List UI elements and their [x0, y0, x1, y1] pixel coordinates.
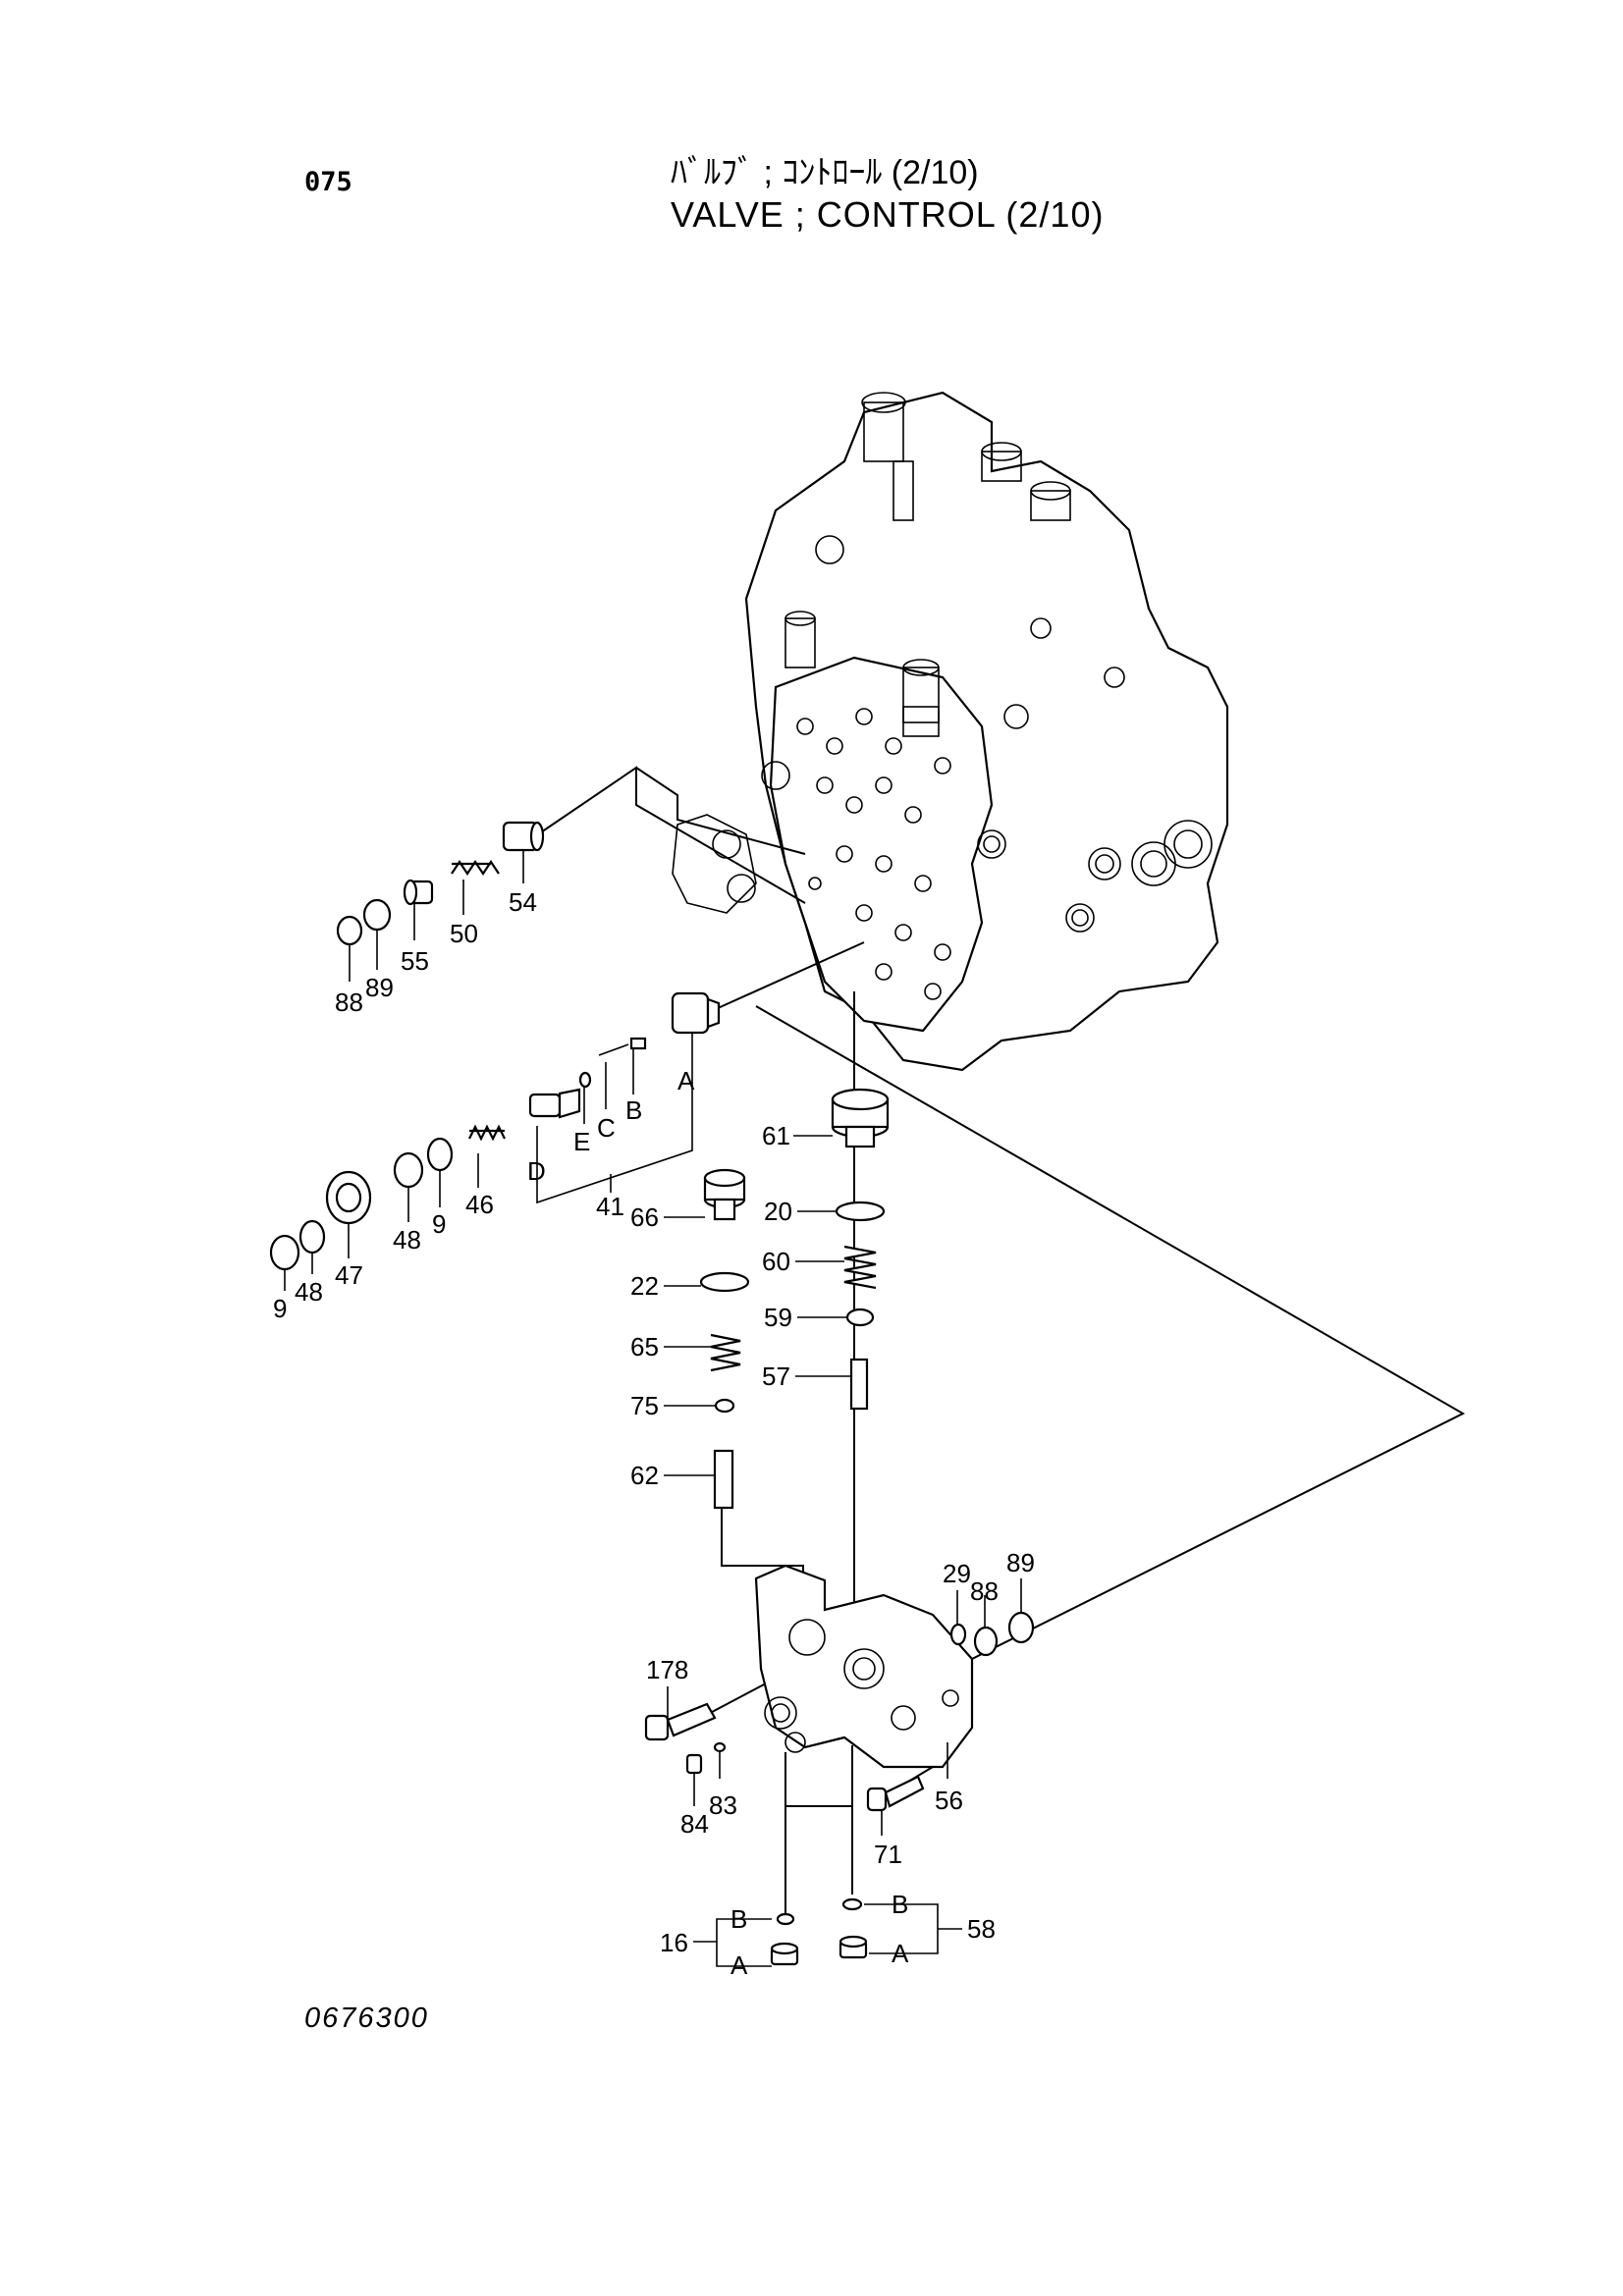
callout-22: 22 — [630, 1271, 659, 1301]
callout-66: 66 — [630, 1202, 659, 1232]
title-english: VALVE ; CONTROL (2/10) — [671, 194, 1105, 235]
callout-75: 75 — [630, 1391, 659, 1420]
callout-59: 59 — [764, 1303, 792, 1332]
plug-assembly-58 — [839, 1897, 868, 1959]
callout-62: 62 — [630, 1461, 659, 1490]
callout-A-spool: A — [677, 1066, 695, 1095]
sub-valve-block — [754, 1564, 974, 1769]
part-stack-61 — [831, 1088, 890, 1411]
callout-54: 54 — [509, 887, 537, 917]
plug-84-83 — [685, 1741, 727, 1775]
bolt-71 — [866, 1775, 925, 1812]
callout-48-middle: 48 — [393, 1225, 421, 1255]
callout-29: 29 — [943, 1559, 971, 1588]
callout-B-16: B — [730, 1904, 747, 1934]
part-stack-66 — [699, 1168, 750, 1510]
callout-55: 55 — [401, 946, 429, 976]
drawing-code: 0676300 — [304, 2002, 429, 2034]
callout-89-upper: 89 — [365, 973, 394, 1002]
callout-B-spool: B — [625, 1095, 642, 1125]
spool-group-middle — [269, 991, 721, 1271]
callout-C-spool: C — [597, 1113, 616, 1143]
callout-16: 16 — [660, 1928, 688, 1957]
bolt-178 — [644, 1702, 717, 1741]
callout-178: 178 — [646, 1655, 688, 1684]
callout-88-upper: 88 — [335, 988, 363, 1017]
callout-56: 56 — [935, 1786, 963, 1815]
title-japanese: ﾊﾞﾙﾌﾞ ; ｺﾝﾄﾛｰﾙ (2/10) — [671, 154, 979, 191]
callout-65: 65 — [630, 1332, 659, 1362]
callout-89-right: 89 — [1006, 1548, 1035, 1577]
callout-9-middle: 9 — [432, 1209, 446, 1239]
leader-lines — [537, 766, 1466, 1922]
callout-9-lower: 9 — [273, 1294, 287, 1323]
callout-84: 84 — [680, 1809, 709, 1839]
callout-50: 50 — [450, 919, 478, 948]
plug-assembly-16 — [770, 1912, 799, 1966]
control-valve-assembly — [672, 391, 1229, 1072]
callout-B-58: B — [892, 1890, 908, 1919]
callout-57: 57 — [762, 1362, 790, 1391]
rings-29-88-89 — [949, 1611, 1035, 1657]
callout-leaders — [284, 850, 1022, 1967]
callout-71: 71 — [874, 1840, 902, 1869]
callout-A-16: A — [730, 1950, 748, 1980]
callout-58: 58 — [967, 1914, 996, 1944]
callout-46: 46 — [465, 1190, 494, 1219]
callout-47: 47 — [335, 1260, 363, 1290]
page-number: 075 — [304, 167, 352, 197]
callout-E-spool: E — [573, 1127, 590, 1156]
callout-60: 60 — [762, 1247, 790, 1276]
callout-41: 41 — [596, 1192, 624, 1221]
spool-group-upper — [336, 821, 545, 946]
callout-20: 20 — [764, 1197, 792, 1226]
callout-48-lower: 48 — [295, 1277, 323, 1307]
callout-61: 61 — [762, 1121, 790, 1150]
callout-83: 83 — [709, 1790, 737, 1820]
callout-D-spool: D — [527, 1156, 546, 1186]
callout-A-58: A — [892, 1939, 909, 1968]
callout-88-right: 88 — [970, 1576, 999, 1606]
callout-labels: 54 50 55 89 88 A B C E D 41 46 9 48 47 4… — [273, 887, 1035, 1980]
